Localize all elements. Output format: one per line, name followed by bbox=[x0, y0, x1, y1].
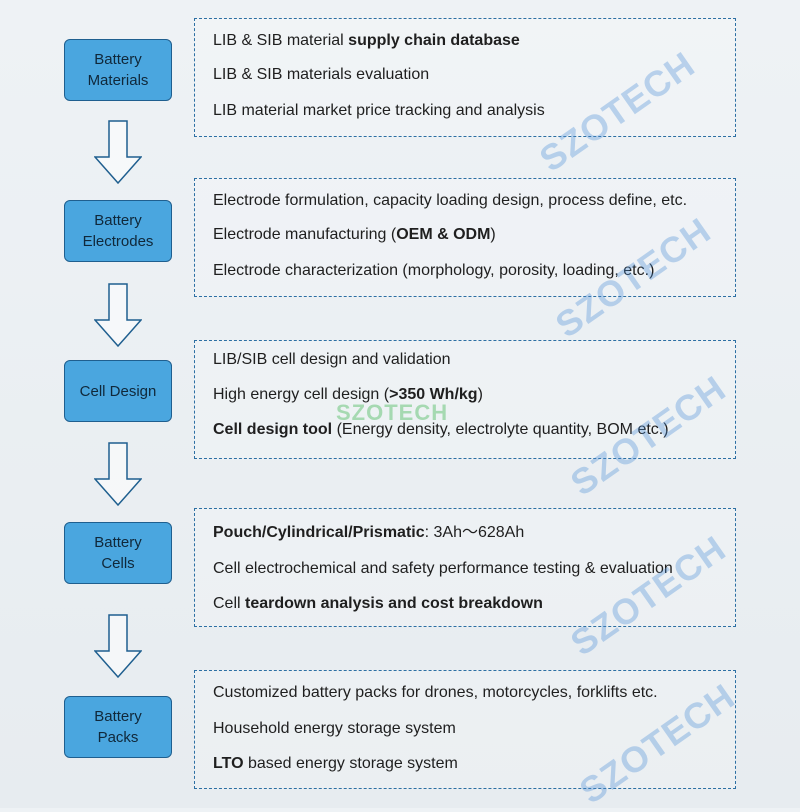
detail-text: LIB & SIB material bbox=[213, 32, 349, 49]
detail-text: Electrode formulation, capacity loading … bbox=[213, 192, 688, 209]
detail-panel-battery-materials bbox=[194, 18, 736, 137]
detail-text: Cell electrochemical and safety performa… bbox=[213, 560, 673, 577]
detail-text: Electrode manufacturing ( bbox=[213, 226, 397, 243]
detail-line-battery-electrodes-2: Electrode manufacturing (OEM & ODM) bbox=[213, 225, 773, 245]
detail-text: LIB material market price tracking and a… bbox=[213, 102, 545, 119]
detail-line-cell-design-3: Cell design tool (Energy density, electr… bbox=[213, 420, 773, 440]
detail-panel-battery-electrodes bbox=[194, 178, 736, 297]
detail-text: Cell bbox=[213, 595, 246, 612]
detail-line-battery-packs-1: Customized battery packs for drones, mot… bbox=[213, 683, 773, 703]
detail-line-battery-cells-1: Pouch/Cylindrical/Prismatic: 3Ah～628Ah bbox=[213, 523, 773, 543]
flow-arrow-icon-2 bbox=[94, 283, 142, 347]
detail-line-battery-packs-3: LTO based energy storage system bbox=[213, 754, 773, 774]
detail-line-battery-electrodes-3: Electrode characterization (morphology, … bbox=[213, 261, 773, 281]
stage-box-battery-cells: Battery Cells bbox=[64, 522, 172, 584]
stage-box-battery-electrodes: Battery Electrodes bbox=[64, 200, 172, 262]
detail-line-battery-electrodes-1: Electrode formulation, capacity loading … bbox=[213, 191, 773, 211]
stage-box-battery-materials: Battery Materials bbox=[64, 39, 172, 101]
detail-text: based energy storage system bbox=[243, 755, 458, 772]
detail-text: High energy cell design ( bbox=[213, 386, 390, 403]
flow-arrow-icon-1 bbox=[94, 120, 142, 184]
detail-emphasis: >350 Wh/kg bbox=[389, 386, 478, 403]
detail-panel-battery-cells bbox=[194, 508, 736, 627]
detail-emphasis: Cell design tool bbox=[213, 421, 333, 438]
detail-line-battery-packs-2: Household energy storage system bbox=[213, 719, 773, 739]
detail-text: : 3Ah～628Ah bbox=[424, 524, 525, 541]
detail-emphasis: teardown analysis and cost breakdown bbox=[245, 595, 543, 612]
detail-emphasis: OEM & ODM bbox=[396, 226, 491, 243]
flow-arrow-icon-4 bbox=[94, 614, 142, 678]
stage-box-battery-packs: Battery Packs bbox=[64, 696, 172, 758]
detail-text: LIB & SIB materials evaluation bbox=[213, 66, 430, 83]
detail-panel-cell-design bbox=[194, 340, 736, 459]
detail-line-battery-materials-2: LIB & SIB materials evaluation bbox=[213, 65, 773, 85]
detail-emphasis: supply chain database bbox=[348, 32, 520, 49]
detail-emphasis: LTO bbox=[213, 755, 244, 772]
detail-line-battery-cells-2: Cell electrochemical and safety performa… bbox=[213, 559, 773, 579]
detail-text: ) bbox=[490, 226, 496, 243]
flow-arrow-icon-3 bbox=[94, 442, 142, 506]
detail-text: Household energy storage system bbox=[213, 720, 456, 737]
detail-text: Electrode characterization (morphology, … bbox=[213, 262, 655, 279]
detail-panel-battery-packs bbox=[194, 670, 736, 789]
detail-text: (Energy density, electrolyte quantity, B… bbox=[332, 421, 669, 438]
detail-line-battery-materials-1: LIB & SIB material supply chain database bbox=[213, 31, 773, 51]
detail-line-battery-materials-3: LIB material market price tracking and a… bbox=[213, 101, 773, 121]
detail-emphasis: Pouch/Cylindrical/Prismatic bbox=[213, 524, 425, 541]
detail-text: LIB/SIB cell design and validation bbox=[213, 351, 451, 368]
detail-line-cell-design-2: High energy cell design (>350 Wh/kg) bbox=[213, 385, 773, 405]
detail-text: ) bbox=[477, 386, 483, 403]
detail-line-cell-design-1: LIB/SIB cell design and validation bbox=[213, 350, 773, 370]
detail-text: Customized battery packs for drones, mot… bbox=[213, 684, 658, 701]
stage-box-cell-design: Cell Design bbox=[64, 360, 172, 422]
detail-line-battery-cells-3: Cell teardown analysis and cost breakdow… bbox=[213, 594, 773, 614]
